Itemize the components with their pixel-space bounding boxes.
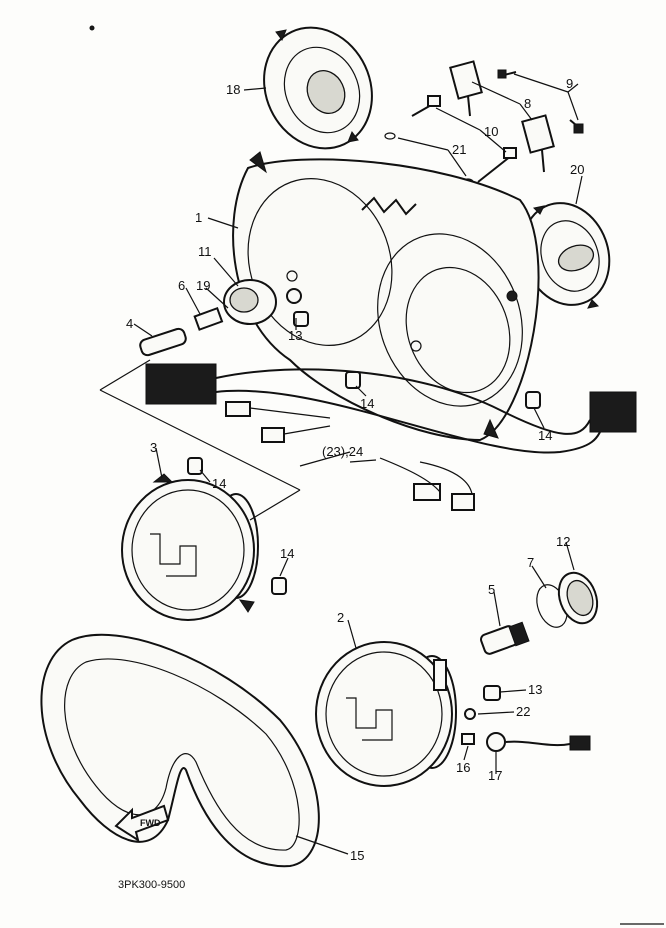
callout-9: 9 [566, 76, 573, 91]
callout-11: 11 [198, 244, 212, 259]
callout-8: 8 [524, 96, 531, 111]
parts-5-7-12-bulb-ring-cap [480, 571, 599, 655]
part-15-bezel-frame [40, 633, 320, 868]
part-20-rear-cover [521, 202, 611, 309]
forward-arrow: FWD [114, 804, 170, 843]
callout-7: 7 [527, 555, 534, 570]
part-18-rear-cover [263, 26, 373, 150]
callout-23-24: (23),24 [322, 444, 363, 459]
callout-18: 18 [226, 82, 240, 97]
parts-4-6-11-19-bulb-socket [139, 270, 302, 357]
wiring-harness [145, 363, 637, 511]
callout-13-top: 13 [288, 328, 302, 343]
callout-14-left: 14 [212, 476, 226, 491]
callout-10: 10 [484, 124, 498, 139]
callout-16: 16 [456, 760, 470, 775]
callout-labels: 1 2 3 4 5 6 7 8 9 10 11 12 13 13 14 14 1… [118, 76, 584, 891]
part-14-grommets [187, 371, 541, 595]
parts-13-16-17-22-small-parts [293, 311, 591, 752]
leader-lines [99, 73, 583, 855]
callout-5: 5 [488, 582, 495, 597]
callout-14-right: 14 [538, 428, 552, 443]
diagram-code: 3PK300-9500 [118, 879, 185, 891]
callout-22: 22 [516, 704, 530, 719]
callout-6: 6 [178, 278, 185, 293]
callout-13-bottom: 13 [528, 682, 542, 697]
callout-14-lower: 14 [280, 546, 294, 561]
callout-15: 15 [350, 848, 364, 863]
callout-17: 17 [488, 768, 502, 783]
callout-3: 3 [150, 440, 157, 455]
callout-19: 19 [196, 278, 210, 293]
callout-2: 2 [337, 610, 344, 625]
parts-8-9-10-21-brackets-bolts [384, 60, 584, 186]
callout-12: 12 [556, 534, 570, 549]
callout-20: 20 [570, 162, 584, 177]
callout-21: 21 [452, 142, 466, 157]
forward-label: FWD [140, 818, 161, 828]
callout-1: 1 [195, 210, 202, 225]
callout-4: 4 [126, 316, 133, 331]
print-dot [89, 25, 95, 31]
part-3-left-headlight-unit [121, 473, 259, 621]
part-2-right-headlight-unit [315, 641, 457, 787]
callout-14-center: 14 [360, 396, 374, 411]
